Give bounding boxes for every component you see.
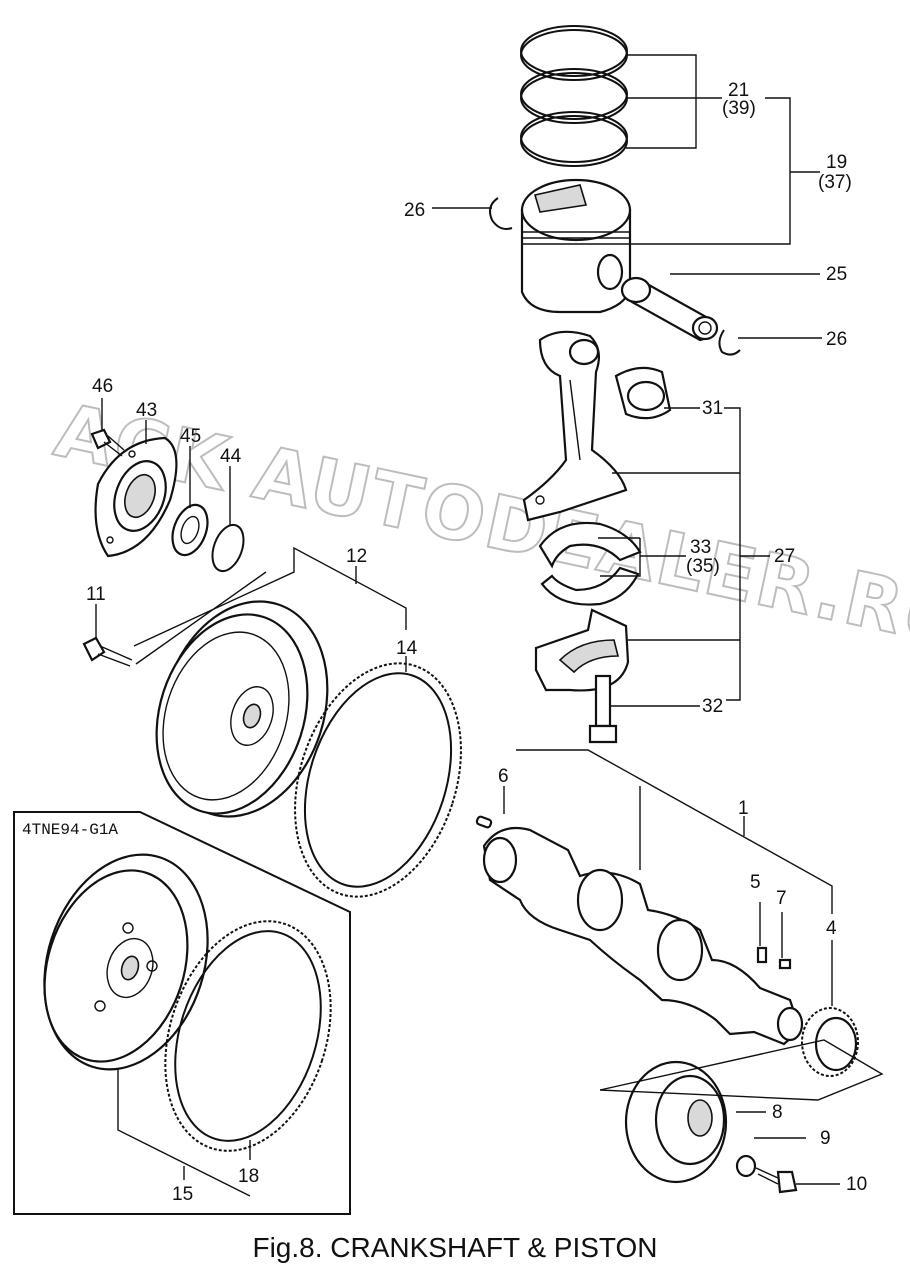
ring-gear — [294, 662, 462, 898]
label-15: 15 — [172, 1184, 193, 1205]
label-5: 5 — [750, 872, 761, 893]
pulley-bolt — [755, 1167, 798, 1194]
label-26-right: 26 — [826, 329, 847, 350]
label-39: (39) — [722, 98, 756, 119]
oil-seal-housing — [94, 436, 178, 558]
figure-caption: Fig.8. CRANKSHAFT & PISTON — [252, 1232, 658, 1263]
oil-seal — [171, 503, 209, 557]
label-18: 18 — [238, 1166, 259, 1187]
label-45: 45 — [180, 426, 201, 447]
label-21: 21 — [728, 80, 749, 101]
label-19: 19 — [826, 152, 847, 173]
rod-bolt — [588, 674, 618, 744]
label-43: 43 — [136, 400, 157, 421]
bearing-shell-lower — [540, 566, 640, 606]
washer — [735, 1154, 757, 1178]
label-25: 25 — [826, 264, 847, 285]
label-32: 32 — [702, 696, 723, 717]
inset-title: 4TNE94-G1A — [22, 821, 118, 839]
piston — [520, 178, 632, 314]
snap-ring-upper — [489, 197, 513, 230]
leader-lines — [95, 54, 884, 1197]
label-4: 4 — [826, 918, 837, 939]
label-37: (37) — [818, 172, 852, 193]
label-31: 31 — [702, 398, 723, 419]
label-12: 12 — [346, 546, 367, 567]
flywheel-bolt — [82, 636, 133, 667]
label-35: (35) — [686, 556, 720, 577]
label-8: 8 — [772, 1102, 783, 1123]
crank-gear — [801, 1007, 859, 1077]
housing-bolt — [90, 428, 125, 457]
housing-snap-ring — [211, 523, 245, 573]
label-9: 9 — [820, 1128, 831, 1149]
rod-cap — [534, 608, 630, 692]
label-1: 1 — [738, 798, 749, 819]
label-26-upper: 26 — [404, 200, 425, 221]
label-33: 33 — [690, 537, 711, 558]
callout-labels: 21 (39) 19 (37) 26 25 26 31 33 (35) 27 3… — [86, 80, 867, 1205]
flywheel — [155, 600, 329, 818]
label-11: 11 — [86, 584, 106, 605]
bearing-shell-upper — [538, 521, 642, 569]
label-10: 10 — [846, 1174, 867, 1195]
label-27: 27 — [774, 546, 795, 567]
piston-rings — [520, 25, 628, 167]
small-end-bushing — [614, 366, 672, 420]
key-5 — [756, 946, 768, 964]
label-14: 14 — [396, 638, 418, 659]
label-46: 46 — [92, 376, 113, 397]
dowel-pin — [475, 815, 493, 829]
piston-pin — [620, 276, 719, 342]
variant-inset: 4TNE94-G1A — [13, 811, 351, 1215]
label-6: 6 — [498, 766, 509, 787]
label-7: 7 — [776, 888, 787, 909]
crankshaft — [482, 826, 804, 1046]
snap-ring-right — [718, 329, 741, 356]
key-7 — [778, 958, 792, 970]
connecting-rod — [522, 330, 628, 522]
label-44: 44 — [220, 446, 242, 467]
crank-pulley — [624, 1060, 728, 1184]
